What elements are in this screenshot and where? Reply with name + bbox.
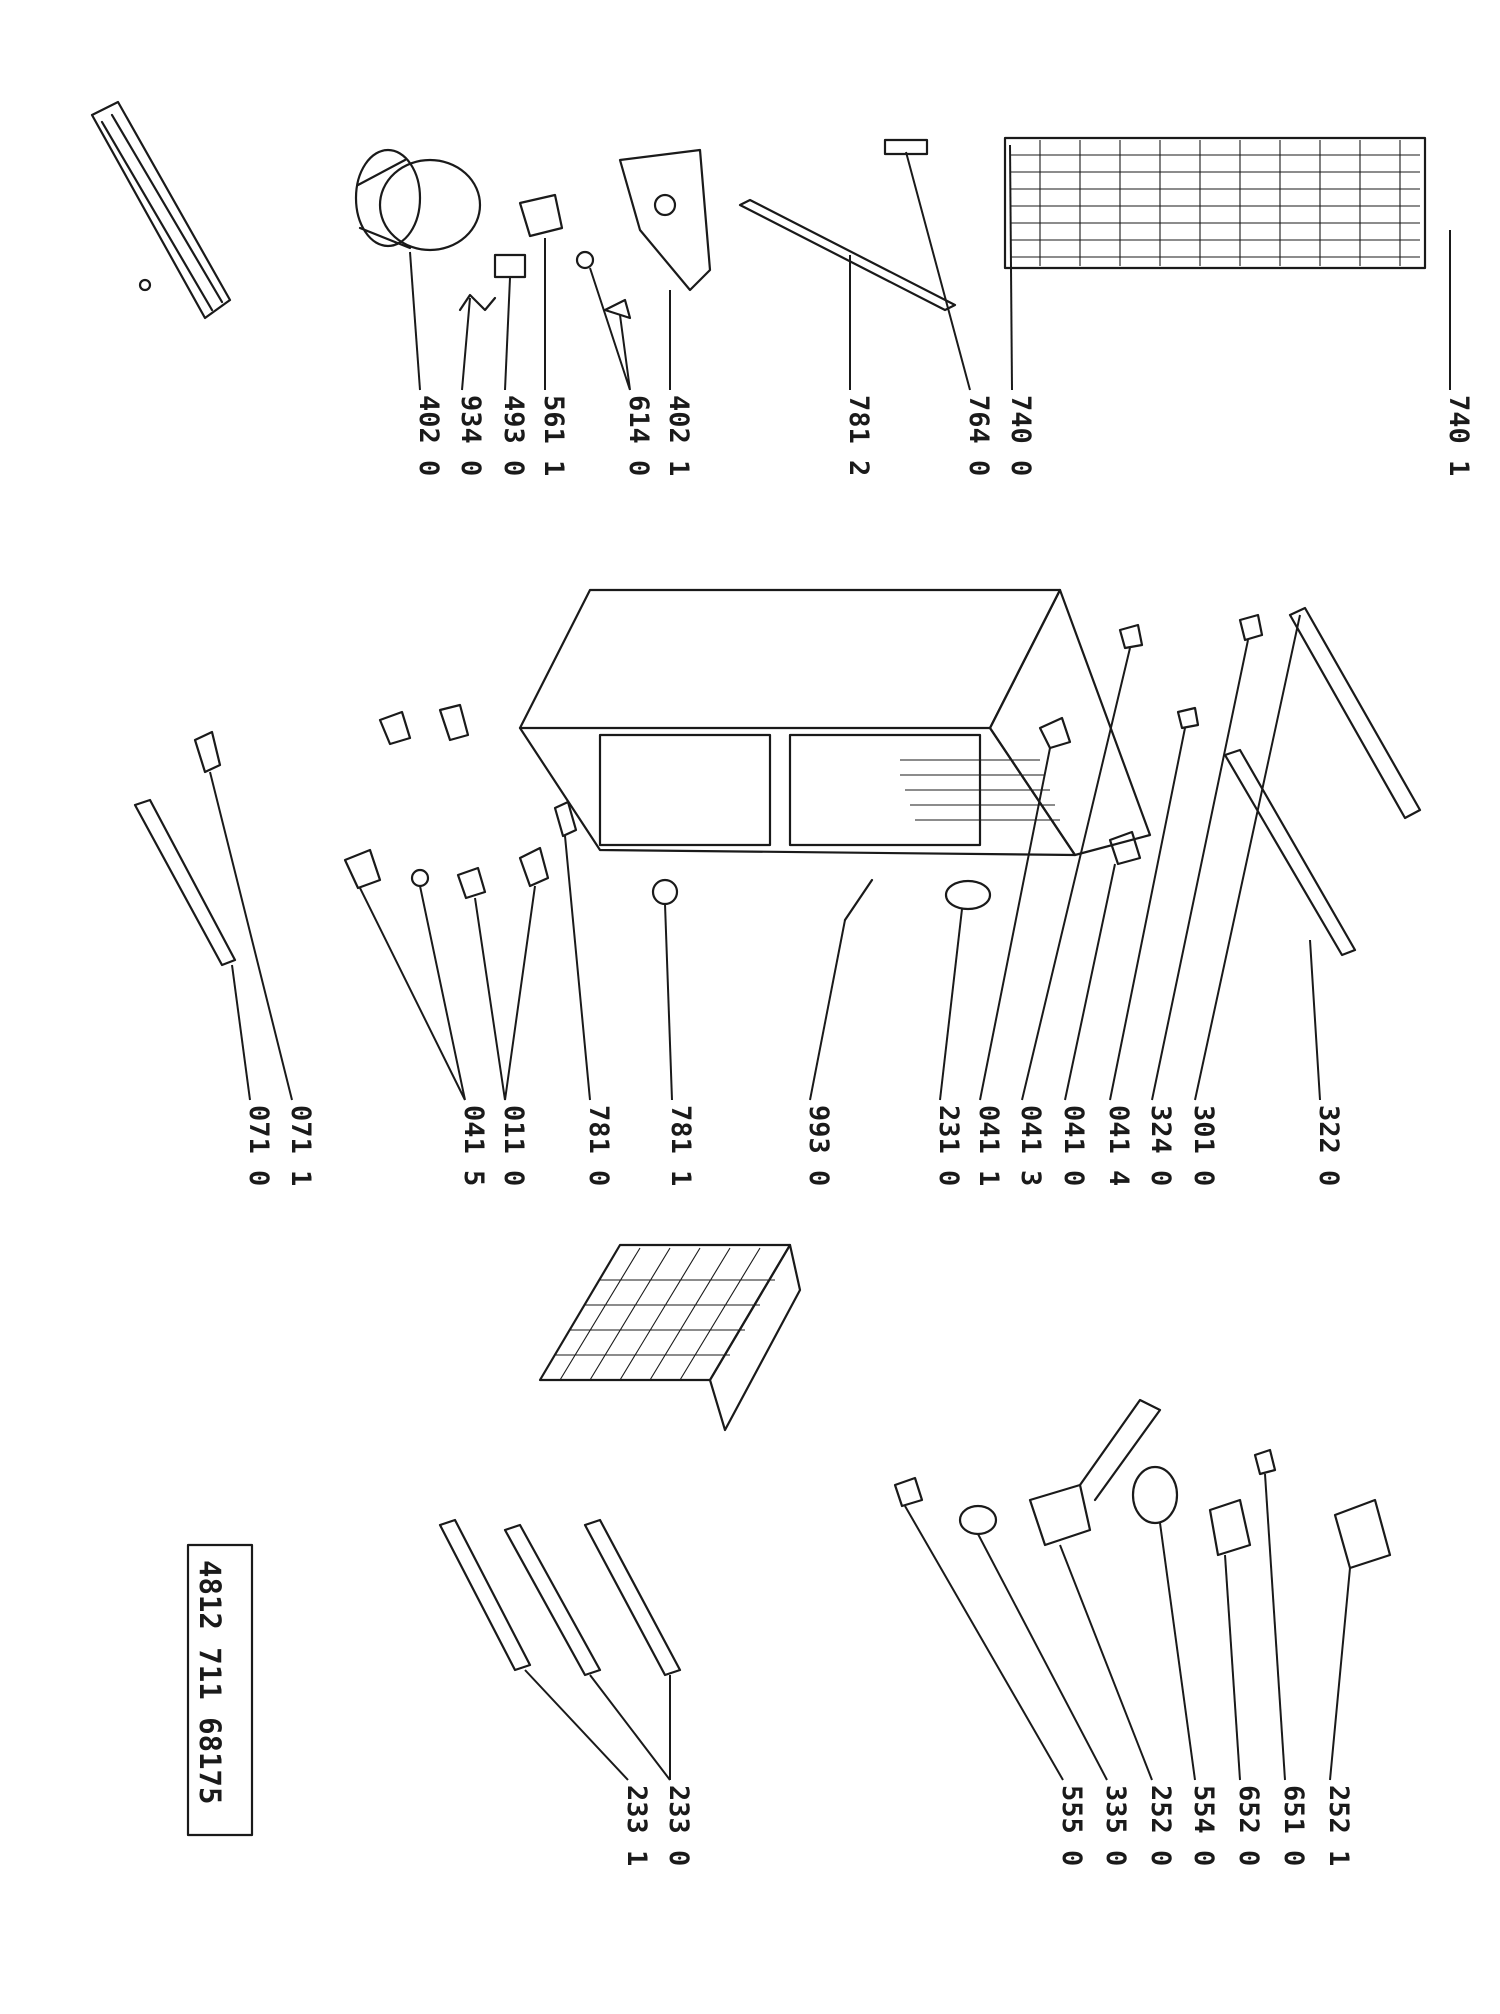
part-2310: [944, 879, 992, 911]
part-0411: [1038, 716, 1072, 750]
label-2331: 233 1: [621, 1785, 652, 1866]
label-6510: 651 0: [1278, 1785, 1309, 1866]
part-5550: [893, 1476, 924, 1508]
evaporator-tray-part: [618, 148, 712, 292]
label-0413: 041 3: [1015, 1105, 1046, 1186]
part-4930: [493, 253, 527, 279]
label-3220: 322 0: [1313, 1105, 1344, 1186]
part-0410: [1108, 830, 1142, 866]
part-0414: [1176, 706, 1200, 730]
label-7400: 740 0: [1005, 395, 1036, 476]
label-0410: 041 0: [1058, 1105, 1089, 1186]
label-2330: 233 0: [663, 1785, 694, 1866]
top-hinge-cover-part: [90, 100, 232, 320]
label-3350: 335 0: [1100, 1785, 1131, 1866]
label-0710: 071 0: [243, 1105, 274, 1186]
part-6520: [1208, 1498, 1252, 1557]
label-2521: 252 1: [1323, 1785, 1354, 1866]
thermostat-part-2520: [1028, 1398, 1162, 1547]
label-7812: 781 2: [843, 395, 874, 476]
label-9340: 934 0: [455, 395, 486, 476]
coil-part-5540: [1131, 1465, 1179, 1525]
part-6510: [1253, 1448, 1277, 1476]
label-6140: 614 0: [623, 395, 654, 476]
part-2521: [1333, 1498, 1392, 1570]
small-part-7640: [883, 138, 929, 156]
part-0413: [1118, 623, 1144, 650]
label-0415: 041 5: [458, 1105, 489, 1186]
label-2520: 252 0: [1145, 1785, 1176, 1866]
part-6140: [575, 250, 632, 320]
label-0414: 041 4: [1103, 1105, 1134, 1186]
label-3240: 324 0: [1145, 1105, 1176, 1186]
part-3240: [1238, 613, 1264, 642]
label-6520: 652 0: [1233, 1785, 1264, 1866]
label-2310: 231 0: [933, 1105, 964, 1186]
reference-box: 4812 711 68175: [186, 1543, 254, 1837]
rail-3010: [1288, 606, 1422, 820]
label-7640: 764 0: [963, 395, 994, 476]
label-4020: 402 0: [413, 395, 444, 476]
label-7811: 781 1: [665, 1105, 696, 1186]
hinge-parts-0110: [438, 703, 550, 900]
label-5550: 555 0: [1056, 1785, 1087, 1866]
cabinet-body-part: [518, 588, 1152, 857]
label-4021: 402 1: [663, 395, 694, 476]
rod-part-7812: [738, 198, 957, 312]
condenser-grid-part: [1003, 136, 1427, 270]
part-9340: [458, 293, 497, 312]
part-5611: [518, 193, 564, 238]
label-0411: 041 1: [973, 1105, 1004, 1186]
rail-3220: [1223, 748, 1357, 957]
label-5611: 561 1: [538, 395, 569, 476]
shelf-rail-2331: [438, 1518, 532, 1672]
label-0110: 011 0: [498, 1105, 529, 1186]
label-7401: 740 1: [1443, 395, 1474, 476]
label-4930: 493 0: [498, 395, 529, 476]
reference-number: 4812 711 68175: [193, 1560, 227, 1804]
compressor-part: [354, 148, 482, 252]
label-9930: 993 0: [803, 1105, 834, 1186]
label-3010: 301 0: [1188, 1105, 1219, 1186]
part-7811: [651, 878, 679, 906]
part-0711: [193, 730, 222, 774]
hinge-parts-0415: [343, 710, 430, 890]
label-7810: 781 0: [583, 1105, 614, 1186]
door-strip-0710: [133, 798, 237, 967]
evaporator-rack-part: [538, 1243, 802, 1432]
label-0711: 071 1: [285, 1105, 316, 1186]
part-9930: [843, 878, 874, 922]
label-5540: 554 0: [1188, 1785, 1219, 1866]
part-7810: [553, 800, 578, 838]
part-3350: [958, 1504, 998, 1536]
shelf-rail-2330: [503, 1518, 682, 1677]
